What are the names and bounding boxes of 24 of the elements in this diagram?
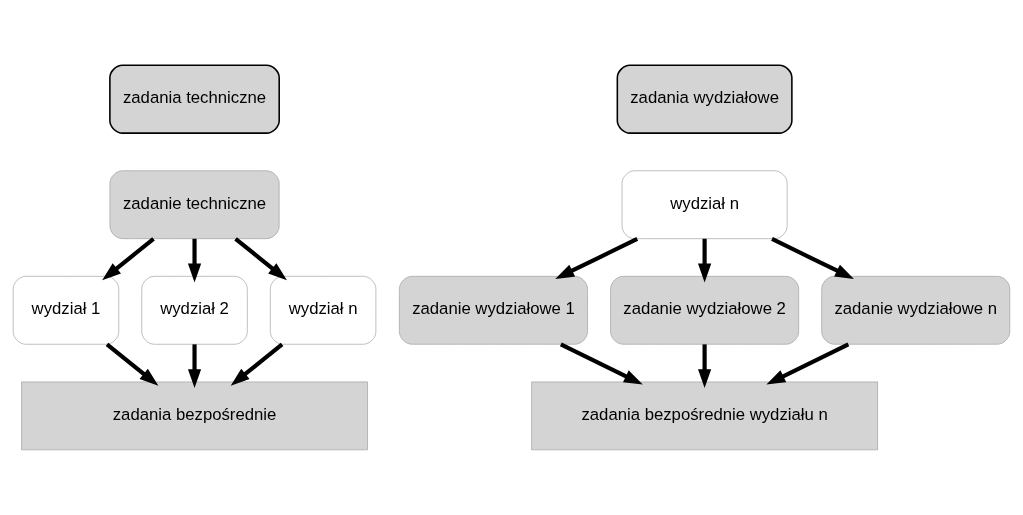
arrow <box>102 237 155 281</box>
node-box: zadania bezpośrednie <box>21 381 368 451</box>
arrow <box>105 342 159 386</box>
node-box: zadania wydziałowe <box>616 64 793 134</box>
arrow <box>187 344 202 389</box>
arrow <box>771 236 854 279</box>
arrow <box>766 342 850 385</box>
arrow <box>230 342 284 386</box>
node-box: zadania techniczne <box>109 64 280 134</box>
arrow <box>698 238 712 283</box>
node-box: wydział 2 <box>141 276 248 345</box>
arrow <box>698 344 712 389</box>
arrow <box>559 342 643 385</box>
node-box: zadanie techniczne <box>109 170 280 239</box>
arrow <box>234 237 287 281</box>
node-box: wydział n <box>270 276 377 345</box>
node-box: zadanie wydziałowe n <box>821 276 1011 345</box>
node-box: zadanie wydziałowe 2 <box>610 276 799 345</box>
node-box: wydział 1 <box>12 276 120 345</box>
arrow <box>555 236 639 279</box>
node-box: zadanie wydziałowe 1 <box>399 276 588 345</box>
node-box: zadania bezpośrednie wydziału n <box>531 381 878 451</box>
node-box: wydział n <box>621 170 788 239</box>
arrow <box>187 238 202 283</box>
